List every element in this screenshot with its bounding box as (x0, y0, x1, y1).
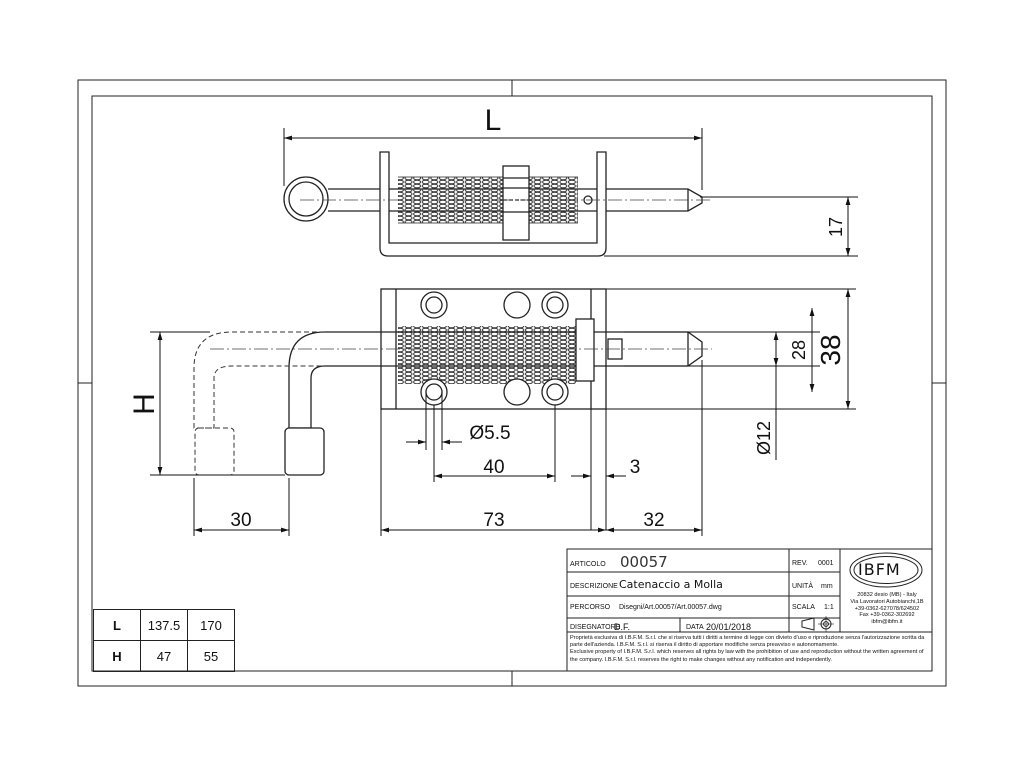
size-cell: 47 (140, 640, 188, 672)
center-marks (78, 80, 946, 686)
size-cell: 170 (187, 609, 235, 641)
dim-40-3 (433, 405, 626, 530)
dim-30-73-32 (193, 360, 703, 536)
disegnatore-label: DISEGNATORE (570, 624, 621, 631)
unita-label: UNITÀ (792, 583, 813, 590)
percorso-label: PERCORSO (570, 604, 611, 611)
legal-notice: Proprietà esclusiva di I.B.F.M. S.r.l. c… (570, 635, 930, 664)
address-line: +39-0362-627078/624502 (854, 605, 920, 612)
dim-3-label: 3 (630, 457, 641, 478)
dim-L-label: L (485, 104, 502, 137)
address-line: Via Lavoratori Autobianchi,1B (850, 598, 924, 605)
scala-label: SCALA (792, 604, 815, 611)
dim-H-label: H (128, 393, 161, 415)
front-view (284, 288, 703, 476)
size-row-label: H (93, 640, 141, 672)
dim-73-label: 73 (483, 510, 504, 531)
legal-notice-en: Exclusive property of I.B.F.M. S.r.l. wh… (570, 649, 924, 663)
dim-dia55-label: Ø5.5 (469, 423, 510, 444)
data-value: 20/01/2018 (706, 622, 752, 632)
size-cell: 55 (187, 640, 235, 672)
size-cell: 137.5 (140, 609, 188, 641)
top-view (283, 151, 703, 257)
table-row: H 47 55 (93, 640, 235, 672)
dim-dia12-label: Ø12 (754, 421, 774, 455)
descrizione-label: DESCRIZIONE (570, 583, 618, 590)
address-line: 20832 desio (MB) - Italy (857, 592, 917, 598)
dim-40-label: 40 (483, 457, 504, 478)
dim-17 (604, 196, 858, 257)
dim-28-38 (606, 288, 856, 410)
dim-28-label: 28 (789, 340, 809, 360)
dim-17-label: 17 (826, 217, 846, 237)
ibfm-logo: IBFM (858, 560, 901, 579)
dim-32-label: 32 (643, 510, 664, 531)
size-table: L 137.5 170 H 47 55 (93, 609, 235, 672)
data-label: DATA (686, 624, 704, 631)
rev-label: REV. (792, 560, 808, 567)
scala-value: 1:1 (824, 604, 834, 611)
address-line: Fax +39-0362-302692 (859, 612, 915, 619)
disegnatore-value: D.F. (614, 622, 631, 632)
rev-value: 0001 (818, 560, 834, 567)
legal-notice-it: Proprietà esclusiva di I.B.F.M. S.r.l. c… (570, 635, 925, 649)
articolo-label: ARTICOLO (570, 561, 606, 568)
company-address: 20832 desio (MB) - Italy Via Lavoratori … (842, 592, 932, 626)
dim-L (283, 128, 703, 190)
dim-dia55 (406, 392, 462, 450)
title-block-grid (566, 548, 933, 672)
dim-38-label: 38 (815, 334, 846, 365)
table-row: L 137.5 170 (93, 609, 235, 641)
descrizione-value: Catenaccio a Molla (619, 578, 723, 591)
dim-30-label: 30 (230, 510, 251, 531)
size-row-label: L (93, 609, 141, 641)
articolo-value: 00057 (620, 553, 668, 571)
address-line: ibfm@ibfm.it (871, 619, 903, 626)
dim-H (150, 331, 285, 476)
unita-value: mm (821, 583, 833, 590)
percorso-value: Disegni/Art.00057/Art.00057.dwg (619, 604, 722, 611)
